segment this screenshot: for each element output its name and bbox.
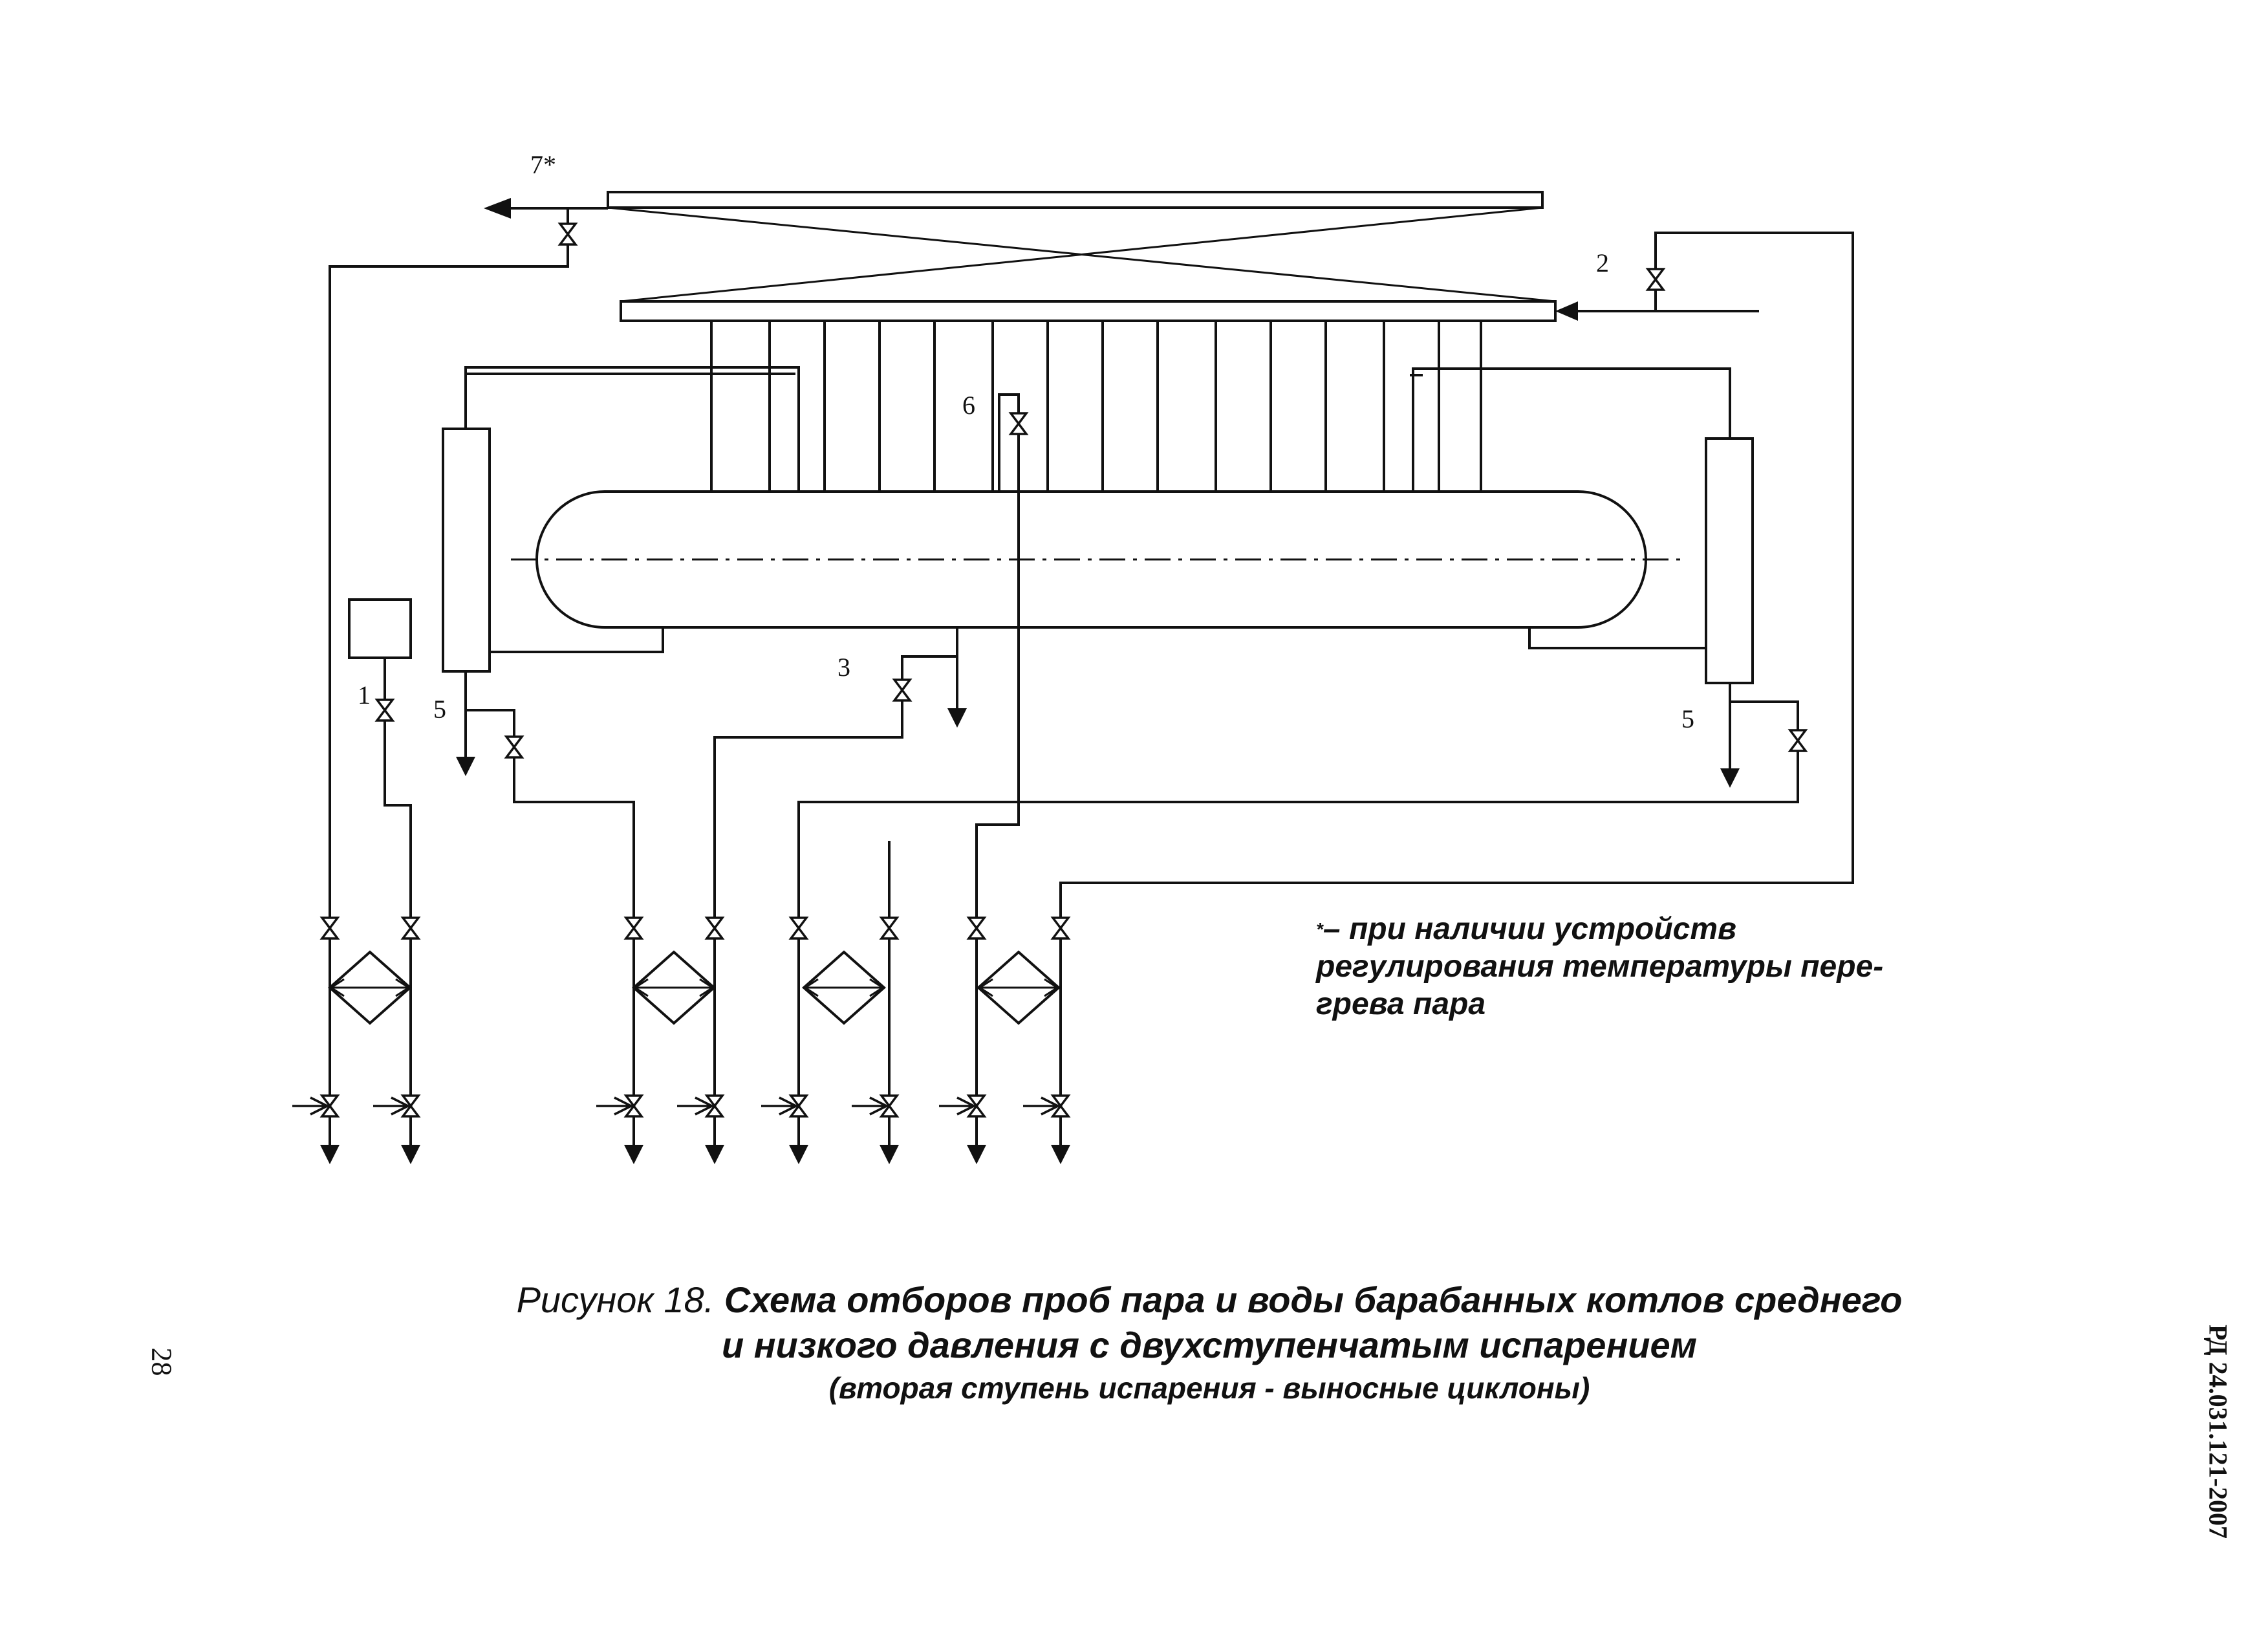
cooler-station-3 <box>760 916 899 1164</box>
lower-header <box>620 300 1557 322</box>
line-6-drum-steam <box>975 393 1028 928</box>
line-5-left-blowdown <box>456 671 635 928</box>
caption-line-1: Рисунок 18. Схема отборов проб пара и во… <box>516 1279 1903 1320</box>
line-7-steam-outlet <box>329 198 608 928</box>
cyclone-steam-lines <box>464 366 1731 653</box>
line-5-right-blowdown <box>797 683 1807 928</box>
caption-line-3: (вторая ступень испарения - выносные цик… <box>828 1371 1590 1405</box>
caption-prefix: Рисунок 18. <box>516 1279 715 1320</box>
right-cyclone <box>1705 437 1754 684</box>
footnote-asterisk: * <box>1316 919 1323 939</box>
line-2-steam-inlet <box>1059 232 1854 928</box>
footnote-line-1: *– при наличии устройств <box>1316 912 1737 946</box>
label-7: 7* <box>530 150 556 179</box>
upper-header <box>607 191 1544 209</box>
label-5-right: 5 <box>1681 704 1694 733</box>
page-number: 28 <box>146 1347 178 1376</box>
feedwater-source-box <box>348 598 412 659</box>
riser-tubes <box>710 321 1482 492</box>
label-6: 6 <box>962 391 975 420</box>
figure-caption: Рисунок 18. Схема отборов проб пара и во… <box>453 1277 1966 1408</box>
label-3: 3 <box>837 653 850 682</box>
footnote-line-3: грева пара <box>1316 987 1486 1021</box>
header-cross-link-2 <box>620 206 1543 303</box>
line-1-feedwater <box>348 598 412 928</box>
left-cyclone <box>442 428 491 673</box>
footnote-note: *– при наличии устройств регулирования т… <box>1316 911 1989 1023</box>
footnote-line-2: регулирования температуры пере- <box>1316 949 1884 984</box>
cooler-station-1 <box>291 916 420 1164</box>
caption-line-2: и низкого давления с двухступенчатым исп… <box>721 1325 1698 1365</box>
cooler-station-4 <box>938 916 1070 1164</box>
label-1: 1 <box>358 680 371 710</box>
label-5-left: 5 <box>433 695 446 724</box>
label-2: 2 <box>1596 248 1609 277</box>
document-code: РД 24.031.121-2007 <box>2203 1325 2233 1539</box>
cooler-station-2 <box>595 916 724 1164</box>
line-3-drum-water <box>713 626 967 928</box>
